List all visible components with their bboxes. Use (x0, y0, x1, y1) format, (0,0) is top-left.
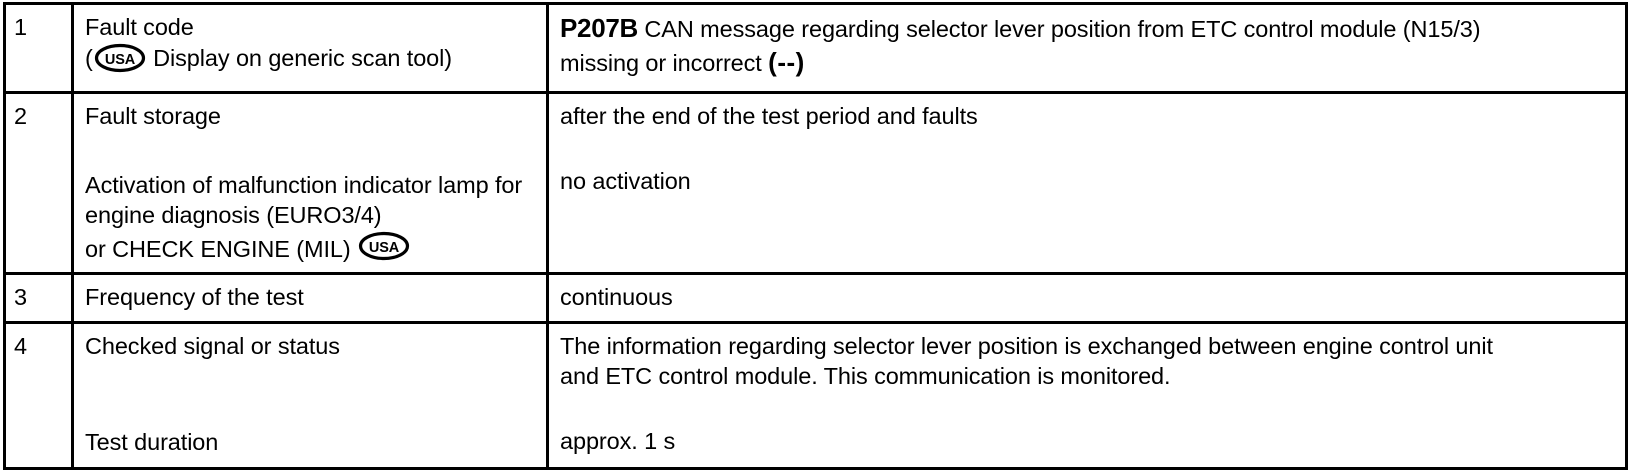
table-row: 4 Checked signal or status Test duration… (3, 320, 1628, 470)
value-line: after the end of the test period and fau… (560, 103, 978, 129)
value-text: CAN message regarding selector lever pos… (638, 16, 1481, 42)
svg-text:USA: USA (105, 52, 136, 68)
dashes-placeholder: -- (777, 46, 796, 77)
row-description-cell: Fault storage Activation of malfunction … (71, 90, 549, 276)
row-number: 2 (14, 103, 27, 129)
spacer (560, 392, 1616, 426)
value-line: missing or incorrect (--) (560, 46, 1616, 80)
paren-open: ( (85, 44, 93, 71)
row-number: 3 (14, 284, 27, 311)
row-description-cell: Fault code ( USA Display on generic scan… (71, 2, 549, 94)
description-line: Activation of malfunction indicator lamp… (85, 171, 523, 198)
usa-badge-icon: USA (94, 43, 146, 73)
svg-text:USA: USA (369, 240, 400, 256)
row-number-cell: 1 (3, 2, 74, 94)
description-line-with-badge: or CHECK ENGINE (MIL) USA (85, 231, 537, 265)
description-content: Checked signal or status Test duration (74, 324, 546, 466)
row-number: 1 (14, 14, 27, 40)
usa-badge-icon: USA (358, 231, 410, 261)
row-value-cell: continuous (546, 272, 1628, 324)
row-value-cell: The information regarding selector lever… (546, 320, 1628, 470)
value-line: The information regarding selector lever… (560, 332, 1493, 359)
spacer (85, 132, 537, 170)
value-content: The information regarding selector lever… (549, 324, 1625, 465)
row-description-cell: Frequency of the test (71, 272, 549, 324)
spacer (560, 132, 1616, 166)
description-content: Fault code ( USA Display on generic scan… (74, 5, 546, 81)
paren-close-bold: ) (795, 46, 805, 77)
description-text: Display on generic scan tool) (146, 44, 453, 71)
description-content: Fault storage Activation of malfunction … (74, 94, 546, 272)
value-line: no activation (560, 167, 691, 194)
spacer (85, 399, 537, 427)
value-line: approx. 1 s (560, 427, 676, 454)
value-text: missing or incorrect (560, 49, 769, 76)
value-line: P207B CAN message regarding selector lev… (560, 12, 1616, 46)
value-content: after the end of the test period and fau… (549, 94, 1625, 204)
row-number-cell: 3 (3, 272, 74, 324)
row-number: 4 (14, 332, 27, 359)
description-line: engine diagnosis (EURO3/4) (85, 202, 382, 229)
table-row: 1 Fault code ( USA Display on generic sc… (3, 2, 1628, 94)
description-line: Test duration (85, 429, 219, 456)
description-line: Fault code (85, 14, 194, 40)
row-number-cell: 2 (3, 90, 74, 276)
row-value-cell: after the end of the test period and fau… (546, 90, 1628, 276)
fault-code-table: 1 Fault code ( USA Display on generic sc… (3, 2, 1628, 470)
description-line: Checked signal or status (85, 332, 340, 359)
spacer (85, 361, 537, 399)
description-text: or CHECK ENGINE (MIL) (85, 235, 357, 262)
paren-open-bold: ( (768, 46, 778, 77)
row-number-cell: 4 (3, 320, 74, 470)
description-line: Frequency of the test (85, 284, 304, 311)
value-line: and ETC control module. This communicati… (560, 363, 1171, 390)
table-row: 2 Fault storage Activation of malfunctio… (3, 90, 1628, 276)
value-content: continuous (549, 275, 1625, 321)
description-line-with-badge: ( USA Display on generic scan tool) (85, 43, 537, 74)
fault-code: P207B (560, 13, 638, 43)
table-row: 3 Frequency of the test continuous (3, 272, 1628, 324)
row-description-cell: Checked signal or status Test duration (71, 320, 549, 470)
value-line: continuous (560, 284, 673, 311)
row-value-cell: P207B CAN message regarding selector lev… (546, 2, 1628, 94)
description-line: Fault storage (85, 103, 221, 129)
description-content: Frequency of the test (74, 275, 546, 321)
value-content: P207B CAN message regarding selector lev… (549, 5, 1625, 88)
